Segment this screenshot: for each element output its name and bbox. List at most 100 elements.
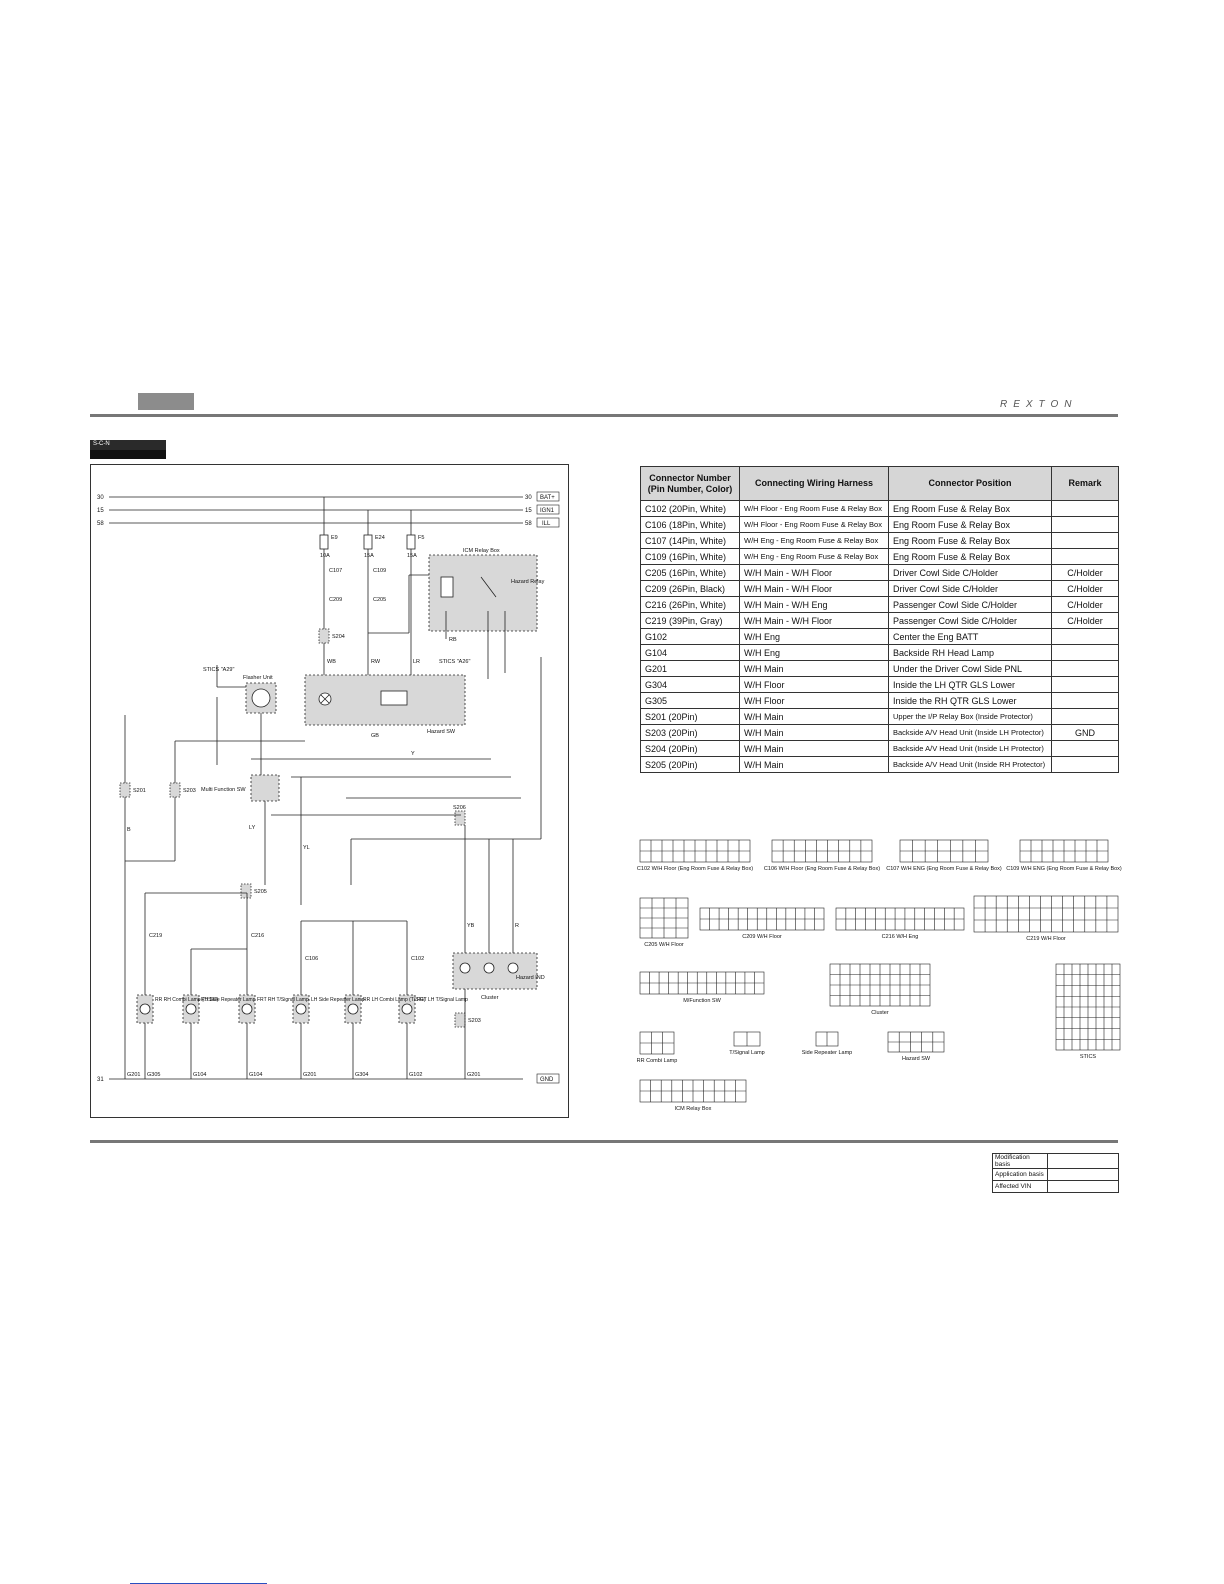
rail-label: 58 (97, 521, 104, 527)
modification-row: Affected VIN (992, 1180, 1119, 1193)
table-cell: W/H Floor (739, 692, 889, 709)
wiring-diagram: 30 30 15 15 58 58 31 BAT+ IGN1 ILL GND E… (97, 491, 560, 1084)
splice-s206 (454, 810, 466, 826)
table-cell: C209 (26Pin, Black) (640, 580, 740, 597)
modification-value (1047, 1180, 1119, 1193)
hazard-ind-label: Hazard IND (516, 975, 545, 981)
connector-view-caption: RR Combi Lamp (637, 1058, 678, 1064)
wire-color-label: YL (303, 845, 310, 851)
multi-function-sw-label: Multi Function SW (201, 787, 246, 793)
splice-label: S203 (183, 788, 196, 794)
connector-view-caption: Cluster (871, 1010, 889, 1016)
connector-views: C102 W/H Floor (Eng Room Fuse & Relay Bo… (637, 839, 1122, 1112)
connector-view-caption: STICS (1080, 1054, 1097, 1060)
ground-label: G305 (147, 1072, 160, 1078)
wire-color-label: RW (371, 659, 381, 665)
connector-view-caption: C209 W/H Floor (742, 934, 782, 940)
splice-label: S201 (133, 788, 146, 794)
wire-color-label: GB (371, 733, 379, 739)
modification-row: Modification basis (992, 1153, 1119, 1169)
table-cell: Backside A/V Head Unit (Inside LH Protec… (888, 740, 1052, 757)
lamp-bulb-icon (139, 1003, 151, 1015)
ground-label: G102 (409, 1072, 422, 1078)
table-cell: W/H Eng - Eng Room Fuse & Relay Box (739, 532, 889, 549)
icm-relay-box-label: ICM Relay Box (463, 548, 500, 554)
table-cell: S205 (20Pin) (640, 756, 740, 773)
table-cell: C109 (16Pin, White) (640, 548, 740, 565)
table-cell: W/H Eng (739, 628, 889, 645)
connector-view-caption: T/Signal Lamp (729, 1050, 764, 1056)
ground-label: G304 (355, 1072, 368, 1078)
lamp-bulb-icon (185, 1003, 197, 1015)
table-cell: W/H Main - W/H Floor (739, 580, 889, 597)
table-cell (1051, 532, 1119, 549)
table-cell: C/Holder (1051, 596, 1119, 613)
flasher-unit-label: Flasher Unit (243, 675, 273, 681)
table-cell: W/H Floor - Eng Room Fuse & Relay Box (739, 500, 889, 517)
splice-s201 (119, 782, 131, 798)
rail-label: 30 (97, 495, 104, 501)
fuse-rating: 15A (364, 553, 374, 559)
table-cell: Upper the I/P Relay Box (Inside Protecto… (888, 708, 1052, 725)
table-cell: W/H Eng (739, 644, 889, 661)
table-cell (1051, 628, 1119, 645)
fuse-rating: 15A (407, 553, 417, 559)
wire-color-label: Y (411, 751, 415, 757)
table-cell: GND (1051, 724, 1119, 741)
table-cell: S201 (20Pin) (640, 708, 740, 725)
connector-view-caption: Hazard SW (902, 1056, 931, 1062)
table-cell: W/H Main (739, 756, 889, 773)
wire-color-label: LY (249, 825, 256, 831)
modification-value (1047, 1168, 1119, 1181)
table-cell (1051, 756, 1119, 773)
ground-label: G201 (467, 1072, 480, 1078)
table-cell: W/H Floor (739, 676, 889, 693)
multi-function-switch-box (250, 774, 280, 802)
lamp-label: LH Side Repeater Lamp (311, 997, 365, 1003)
rail-label: 58 (525, 521, 532, 527)
cluster-hazard-indicator-icon (507, 962, 519, 974)
table-cell: C106 (18Pin, White) (640, 516, 740, 533)
connector-table-body: C102 (20Pin, White)W/H Floor - Eng Room … (640, 500, 1119, 773)
table-cell: Driver Cowl Side C/Holder (888, 564, 1052, 581)
rail-tag: BAT+ (540, 495, 555, 501)
wire-color-label: B (127, 827, 131, 833)
table-cell: Inside the LH QTR GLS Lower (888, 676, 1052, 693)
lamp-bulb-icon (347, 1003, 359, 1015)
table-cell: Backside RH Head Lamp (888, 644, 1052, 661)
table-cell: C/Holder (1051, 564, 1119, 581)
table-cell (1051, 548, 1119, 565)
connector-label: C219 (149, 933, 162, 939)
connector-view-caption: C205 W/H Floor (644, 942, 684, 948)
ground-label: G104 (193, 1072, 206, 1078)
table-cell: W/H Floor - Eng Room Fuse & Relay Box (739, 516, 889, 533)
splice-s203-lower (454, 1012, 466, 1028)
table-cell: Center the Eng BATT (888, 628, 1052, 645)
table-cell: Backside A/V Head Unit (Inside LH Protec… (888, 724, 1052, 741)
table-cell: Eng Room Fuse & Relay Box (888, 532, 1052, 549)
table-row: C109 (16Pin, White)W/H Eng - Eng Room Fu… (640, 548, 1119, 565)
stics-a26-label: STICS "A26" (439, 659, 470, 665)
modification-value (1047, 1153, 1119, 1169)
lamp-label: RH Side Repeater Lamp (201, 997, 256, 1003)
connector-label: C109 (373, 568, 386, 574)
table-cell: W/H Main (739, 724, 889, 741)
flasher-transistor-icon (251, 688, 271, 708)
table-cell: Eng Room Fuse & Relay Box (888, 548, 1052, 565)
connector-label: C209 (329, 597, 342, 603)
flasher-unit-box (245, 682, 277, 714)
table-cell: Inside the RH QTR GLS Lower (888, 692, 1052, 709)
table-cell (1051, 644, 1119, 661)
fuse-rating: 10A (320, 553, 330, 559)
table-cell (1051, 740, 1119, 757)
ground-label: G201 (303, 1072, 316, 1078)
table-cell: G304 (640, 676, 740, 693)
table-cell (1051, 692, 1119, 709)
connector-view-caption: ICM Relay Box (675, 1106, 712, 1112)
table-cell: Driver Cowl Side C/Holder (888, 580, 1052, 597)
